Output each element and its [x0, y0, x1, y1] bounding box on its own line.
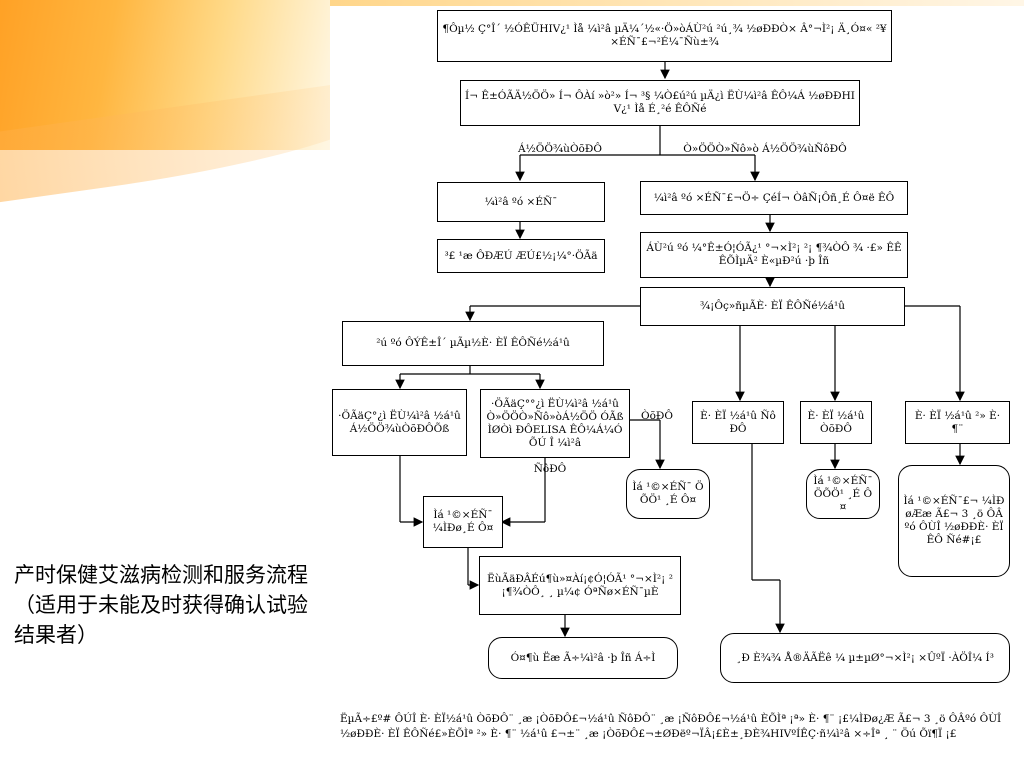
label-both-negative: Á½ÖÖ¾ùÒõÐÔ — [518, 143, 602, 155]
box-confirm-indeterminate-text: È· ÈÏ ½á¹û ²» È· ¶¨ — [914, 409, 1001, 435]
decorative-top-strip — [330, 0, 1024, 6]
box-counsel-positive: ¼ì²â ºó ×ÉÑ¯£¬Ö÷ ÇéÍ¬ ÒâÑ¡Ôñ¸É Ô¤ë ÊÔ — [640, 181, 908, 215]
box-routine-care: ³£ ¹æ ÔÐÆÚ ÆÚ£½¡¼°·ÖÃä — [437, 239, 605, 273]
footnote: ËµÃ÷£º# ÔÚÎ È· ÈÏ½á¹û ÒõÐÔ¨ ¸æ ¡ÒõÐÔ£¬½á… — [340, 713, 1002, 740]
box-arv-immediate: ÁÙ²ú ºó ¼°Ê±Ó¦ÓÃ¿¹ °¬×Ì²¡ ²¡ ¶¾ÒÔ ¾ ·£» … — [640, 232, 908, 278]
box-counsel-negative: ¼ì²â ºó ×ÉÑ¯ — [437, 182, 605, 222]
slide-title-line2: （适用于未能及时获得确认试验 — [14, 593, 308, 617]
box-confirm-test-text: ¾¡Ôç»ñµÃÈ· ÈÏ ÊÔÑé½á¹û — [699, 300, 846, 312]
box-routine-care-text: ³£ ¹æ ÔÐÆÚ ÆÚ£½¡¼°·ÖÃä — [444, 249, 598, 262]
box-confirm-positive-text: È· ÈÏ ½á¹û Ñô ÐÔ — [700, 409, 776, 435]
box-stop-intervention-1-text: Ìá ¹©×ÉÑ¯ ÖÕÖ¹ ¸É Ô¤ — [632, 481, 704, 506]
box-counsel-negative-text: ¼ì²â ºó ×ÉÑ¯ — [484, 195, 558, 208]
slide-title-line1: 产时保健艾滋病检测和服务流程 — [14, 563, 308, 587]
box-infant-followup-text: Ó¤¶ù Ëæ Ã÷¼ì²â ·þ Îñ Á÷Ì — [510, 651, 656, 664]
box-retest-positive-text: ·ÖÃäÇ°°¿ì ËÙ¼ì²â ½á¹û Ò»ÖÖÒ»Ñô»òÁ½ÖÖ ÓÃß… — [486, 397, 624, 449]
box-confirm-positive: È· ÈÏ ½á¹û Ñô ÐÔ — [692, 401, 784, 444]
box-postpartum-no-result: ²ú ºó ÔÝÊ±Î´ µÃµ½È· ÈÏ ÊÔÑé½á¹û — [342, 321, 604, 366]
slide-title: 产时保健艾滋病检测和服务流程 （适用于未能及时获得确认试验 结果者） — [14, 560, 374, 650]
box-retest-negative: ·ÖÃäÇ°¿ì ËÙ¼ì²â ½á¹û Á½ÖÖ¾ùÒõÐÔÕß — [332, 389, 467, 456]
box-counsel-positive-text: ¼ì²â ºó ×ÉÑ¯£¬Ö÷ ÇéÍ¬ ÒâÑ¡Ôñ¸É Ô¤ë ÊÔ — [653, 191, 895, 204]
box-rapid-screening-text: Í¬ Ê±ÓÃÄ½ÖÖ» Í¬ Ô­Àí »ò²» Í¬ ³§ ¼Ò£ú²ú µ… — [465, 90, 855, 115]
box-stop-intervention-2-text: Ìá ¹©×ÉÑ¯ ÖÕÖ¹ ¸É Ô¤ — [813, 474, 873, 513]
box-confirm-negative: È· ÈÏ ½á¹û ÒõÐÔ — [800, 401, 872, 444]
label-negative: ÒõÐÔ — [640, 410, 673, 422]
box-infant-care-text: ËùÃäÐÂÉú¶ù»¤Àí¡¢Ó¦ÓÃ¹ °¬×Ì²¡ ²¡¶¾ÒÔ¸ ¸ µ… — [487, 572, 673, 598]
left-panel — [0, 0, 393, 768]
box-followup-3-months-text: Ìá ¹©×ÉÑ¯£¬ ¼ÌÐøÆæ Ã£¬ 3 ¸ö ÔÂºó ÔÙÎ ½øÐ… — [903, 495, 1005, 546]
box-infant-care: ËùÃäÐÂÉú¶ù»¤Àí¡¢Ó¦ÓÃ¹ °¬×Ì²¡ ²¡¶¾ÒÔ¸ ¸ µ… — [479, 556, 681, 615]
label-positive-2: ÑôÐÔ — [533, 463, 567, 475]
box-rapid-screening: Í¬ Ê±ÓÃÄ½ÖÖ» Í¬ Ô­Àí »ò²» Í¬ ³§ ¼Ò£ú²ú µ… — [460, 80, 860, 126]
box-confirm-indeterminate: È· ÈÏ ½á¹û ²» È· ¶¨ — [905, 401, 1010, 444]
box-retest-positive: ·ÖÃäÇ°°¿ì ËÙ¼ì²â ½á¹û Ò»ÖÖÒ»Ñô»òÁ½ÖÖ ÓÃß… — [480, 389, 630, 458]
box-stop-intervention-2: Ìá ¹©×ÉÑ¯ ÖÕÖ¹ ¸É Ô¤ — [806, 469, 880, 519]
box-postpartum-no-result-text: ²ú ºó ÔÝÊ±Î´ µÃµ½È· ÈÏ ÊÔÑé½á¹û — [376, 337, 570, 349]
box-referral-text: ¸Ð È¾¾ Å®ÄÃËê ¼ µ±µØ°¬×Ì²¡ ×ÛºÏ ·ÀÖÎ¼ Í³ — [736, 651, 994, 664]
box-infant-followup: Ó¤¶ù Ëæ Ã÷¼ì²â ·þ Îñ Á÷Ì — [488, 637, 678, 679]
box-confirm-test: ¾¡Ôç»ñµÃÈ· ÈÏ ÊÔÑé½á¹û — [640, 287, 905, 326]
box-followup-3-months: Ìá ¹©×ÉÑ¯£¬ ¼ÌÐøÆæ Ã£¬ 3 ¸ö ÔÂºó ÔÙÎ ½øÐ… — [898, 465, 1010, 577]
box-confirm-negative-text: È· ÈÏ ½á¹û ÒõÐÔ — [807, 409, 865, 435]
box-arv-immediate-text: ÁÙ²ú ºó ¼°Ê±Ó¦ÓÃ¿¹ °¬×Ì²¡ ²¡ ¶¾ÒÔ ¾ ·£» … — [646, 242, 902, 267]
slide-title-line3: 结果者） — [14, 623, 98, 647]
box-stop-intervention-1: Ìá ¹©×ÉÑ¯ ÖÕÖ¹ ¸É Ô¤ — [626, 469, 710, 519]
box-referral: ¸Ð È¾¾ Å®ÄÃËê ¼ µ±µØ°¬×Ì²¡ ×ÛºÏ ·ÀÖÎ¼ Í³ — [720, 633, 1010, 683]
label-positive: Ò»ÖÖÒ»Ñô»ò Á½ÖÖ¾ùÑôÐÔ — [683, 143, 847, 155]
box-initial-test: ¶Ôµ½ Ç°Î´ ½ÓÊÜHIV¿¹ Ìå ¼ì²â µÄ¼´½«·Ö»òÁÙ… — [437, 10, 892, 62]
box-continue-intervention-text: Ìá ¹©×ÉÑ¯ ¼ÌÐø¸É Ô¤ — [432, 509, 494, 534]
box-retest-negative-text: ·ÖÃäÇ°¿ì ËÙ¼ì²â ½á¹û Á½ÖÖ¾ùÒõÐÔÕß — [338, 409, 461, 435]
box-continue-intervention: Ìá ¹©×ÉÑ¯ ¼ÌÐø¸É Ô¤ — [423, 496, 503, 548]
box-initial-test-text: ¶Ôµ½ Ç°Î´ ½ÓÊÜHIV¿¹ Ìå ¼ì²â µÄ¼´½«·Ö»òÁÙ… — [442, 23, 887, 48]
